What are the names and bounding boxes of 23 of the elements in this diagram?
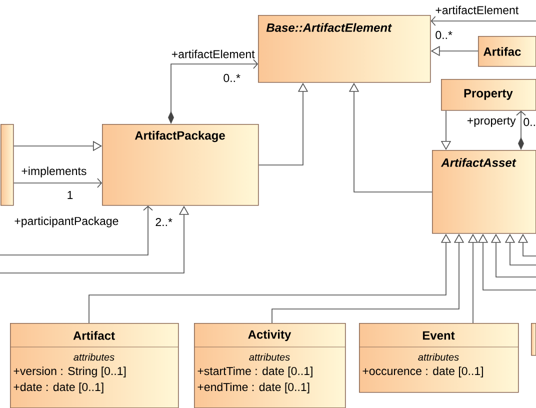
class-box: Artifact attributes +version : String [0..1] +date : date [0..1] [10,323,179,408]
class-box [531,323,536,356]
role-label: +implements [22,166,86,178]
class-box: Event attributes +occurence : date [0..1] [358,323,519,393]
multiplicity-label: 2..* [156,218,172,226]
class-box: Property [441,79,536,111]
role-label: +artifactElement [172,50,255,58]
class-box: ArtifactPackage [102,124,259,206]
class-box: Base::ArtifactElement [258,15,431,83]
class-box: ArtifactAsset [432,150,536,234]
association-arrow [13,178,102,188]
association-arrow [0,206,153,256]
role-label: +property [467,117,516,127]
multiplicity-label: 0.. [524,118,535,126]
class-box: Activity attributes +startTime : date [0..1] +endTime : date [0..1] [194,323,346,408]
role-label: +artifactElement [436,6,519,14]
multiplicity-label: 0..* [436,30,452,40]
class-box: Artifac [478,36,536,67]
multiplicity-label: 0..* [224,74,240,82]
class-box [0,124,14,206]
multiplicity-label: 1 [68,191,73,199]
association-arrow [430,16,536,26]
role-label: +participantPackage [14,216,118,228]
